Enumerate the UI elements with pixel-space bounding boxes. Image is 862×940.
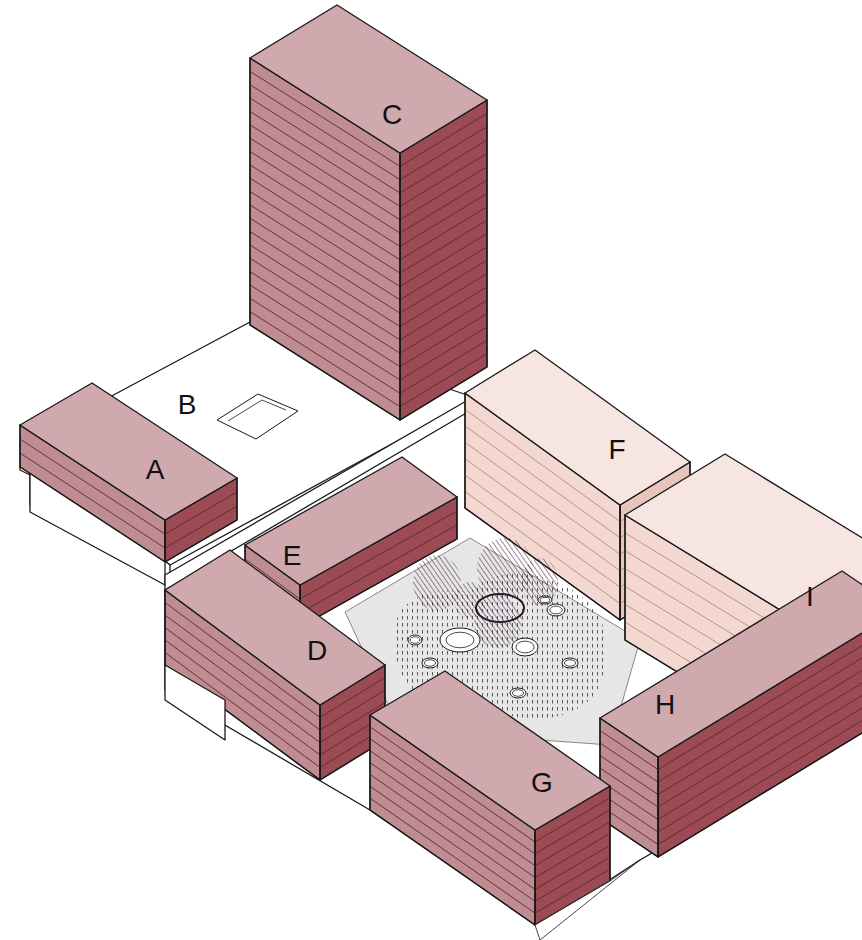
planter <box>547 604 565 616</box>
planter-inner <box>550 606 563 614</box>
planter <box>422 658 438 668</box>
floor-line <box>400 180 487 233</box>
block-light-roof <box>465 350 690 505</box>
tower-side-face <box>400 100 487 420</box>
planter-inner <box>446 632 474 648</box>
platform-edge <box>535 860 640 940</box>
floor-line <box>535 845 610 889</box>
floor-line <box>250 272 400 367</box>
building-label: D <box>303 635 331 667</box>
planter <box>510 688 526 698</box>
building-label: B <box>174 389 201 421</box>
floor-line <box>250 298 400 393</box>
skylight <box>217 394 298 439</box>
floor-line <box>400 220 487 273</box>
floor-line <box>400 167 487 220</box>
building-letter: H <box>655 689 675 720</box>
block-base <box>165 665 225 740</box>
planter <box>440 628 480 652</box>
floor-line <box>400 287 487 340</box>
building-letter: E <box>283 540 302 571</box>
tree-canopy <box>413 555 461 611</box>
tree-canopy <box>522 558 558 606</box>
planter-inner <box>424 660 435 667</box>
floor-line <box>535 857 610 901</box>
illustration-layer <box>20 5 862 940</box>
block-roof <box>370 671 610 830</box>
block-roof <box>600 571 862 757</box>
building-letter: C <box>382 99 402 130</box>
floor-line <box>400 193 487 246</box>
floor-line <box>400 207 487 260</box>
podium-base <box>20 467 165 585</box>
building-letter: F <box>608 434 625 465</box>
building-label: A <box>142 454 169 486</box>
planter <box>512 638 538 656</box>
block-roof <box>165 550 385 705</box>
tree-ring <box>476 594 524 622</box>
floor-line <box>400 340 487 393</box>
floor-line <box>535 822 610 866</box>
tower-roof <box>250 5 487 153</box>
floor-line <box>250 285 400 380</box>
floor-line <box>535 834 610 878</box>
building-label: G <box>527 767 557 799</box>
planter-inner <box>516 641 534 653</box>
tower-outline <box>400 100 487 420</box>
planter <box>408 635 422 645</box>
planter <box>538 596 552 604</box>
floor-line <box>400 140 487 193</box>
floor-line <box>400 247 487 300</box>
floor-line <box>250 312 400 407</box>
floor-line <box>400 234 487 287</box>
planter-inner <box>410 637 420 644</box>
building-label: E <box>279 540 306 572</box>
building-letter: B <box>178 389 197 420</box>
floor-line <box>400 300 487 353</box>
building-letter: G <box>531 767 553 798</box>
planter-inner <box>540 597 550 602</box>
planter-inner <box>512 690 523 697</box>
floor-line <box>400 274 487 327</box>
building-letter: D <box>307 635 327 666</box>
skylight-edge <box>262 400 286 410</box>
planter <box>562 658 578 668</box>
building-letter: I <box>806 581 814 612</box>
floor-line <box>400 153 487 206</box>
building-letter: A <box>146 454 165 485</box>
building-label: F <box>604 434 629 466</box>
floor-line <box>400 314 487 367</box>
floor-line <box>370 798 535 913</box>
floor-line <box>400 327 487 380</box>
floor-line <box>400 260 487 313</box>
planter-inner <box>564 660 575 667</box>
skylight-edge <box>228 400 262 421</box>
building-label: C <box>378 99 406 131</box>
building-label: H <box>651 689 679 721</box>
building-label: I <box>802 581 818 613</box>
